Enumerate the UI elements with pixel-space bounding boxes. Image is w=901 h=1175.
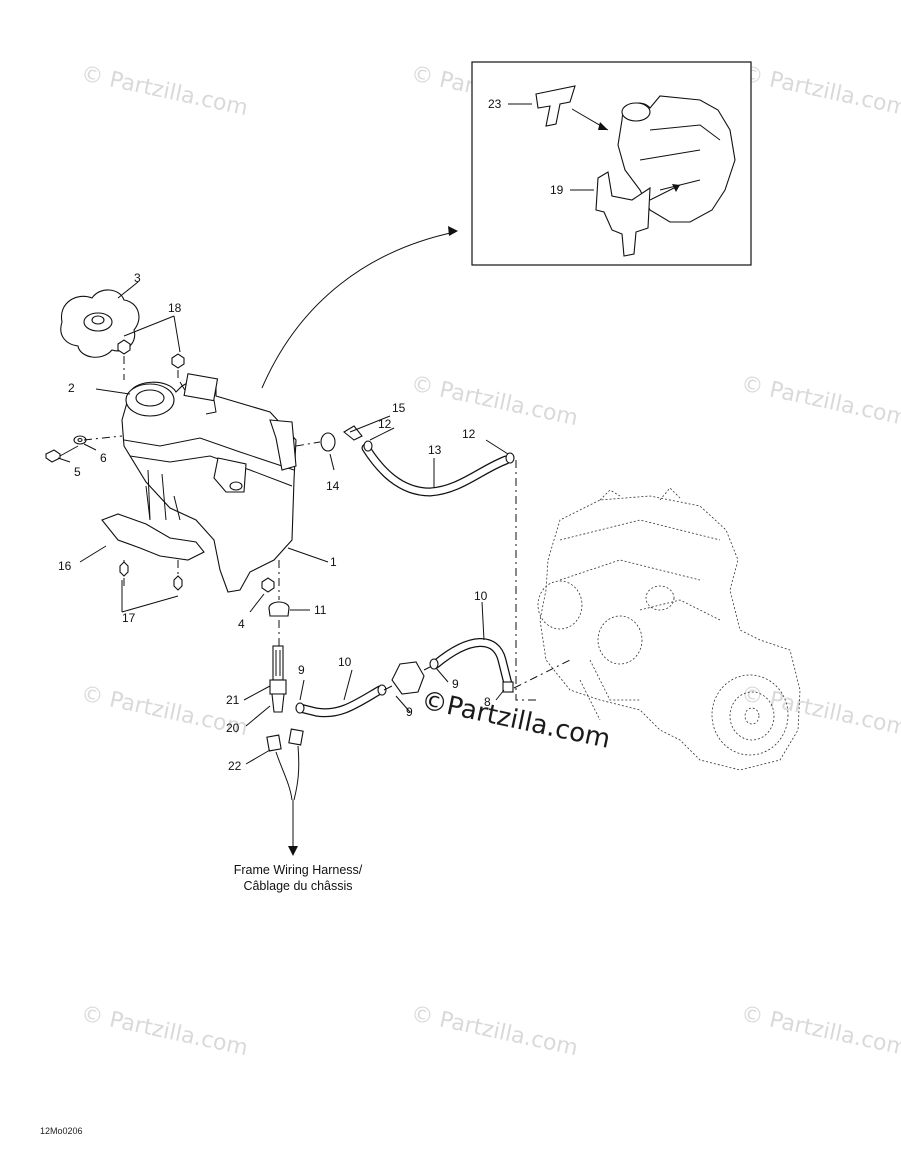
level-sensor: [269, 645, 287, 713]
callout-2: 2: [68, 381, 75, 395]
dash-line: [515, 460, 540, 701]
callout-8: 8: [484, 695, 491, 709]
callout-14: 14: [326, 479, 340, 493]
callout-9: 9: [452, 677, 459, 691]
watermark: © Partzilla.com: [79, 681, 250, 741]
inset-heat-shield: [595, 171, 651, 257]
watermark: © Partzilla.com: [739, 1001, 901, 1061]
arrow-head: [672, 184, 680, 192]
callout-9: 9: [298, 663, 305, 677]
arrow-head: [598, 122, 608, 130]
callout-18: 18: [168, 301, 182, 315]
callout-19: 19: [550, 183, 564, 197]
arrow-head: [288, 846, 298, 856]
callout-5: 5: [74, 465, 81, 479]
wiring-connector: [266, 728, 304, 830]
oil-filter: [383, 661, 437, 695]
tank-cap: [60, 289, 140, 358]
callout-9: 9: [406, 705, 413, 719]
watermark: © Partzilla.com: [739, 371, 901, 431]
oil-tank: [121, 373, 297, 593]
inset-detail: [471, 61, 752, 266]
callout-12: 12: [378, 417, 392, 431]
nut-4: [261, 577, 275, 593]
clamp: [429, 658, 439, 670]
watermark: © Partzilla.com: [409, 1001, 580, 1061]
leader-line: [173, 315, 181, 353]
callout-17: 17: [122, 611, 136, 625]
dash-line: [513, 659, 571, 689]
clamp: [295, 702, 305, 714]
callout-4: 4: [238, 617, 245, 631]
callout-13: 13: [428, 443, 442, 457]
callout-12: 12: [462, 427, 476, 441]
watermark: © Partzilla.com: [739, 61, 901, 121]
callout-16: 16: [58, 559, 72, 573]
fasteners: [45, 435, 123, 463]
watermark: © Partzilla.com: [79, 1001, 250, 1061]
callout-23: 23: [488, 97, 502, 111]
callout-22: 22: [228, 759, 242, 773]
callout-10: 10: [338, 655, 352, 669]
fitting-8: [502, 681, 514, 693]
figure-code: 12Mo0206: [40, 1126, 83, 1136]
harness-note-line1: Frame Wiring Harness/: [234, 863, 363, 877]
callout-11: 11: [314, 603, 327, 617]
clamp: [363, 440, 373, 452]
callout-3: 3: [134, 271, 141, 285]
nuts-18: [117, 339, 185, 380]
callout-21: 21: [226, 693, 240, 707]
callout-20: 20: [226, 721, 240, 735]
engine: [537, 487, 801, 771]
watermark: © Partzilla.com: [79, 61, 250, 121]
decal-part: [535, 85, 576, 127]
clamp: [377, 684, 387, 696]
leader-line: [123, 315, 175, 337]
callout-6: 6: [100, 451, 107, 465]
leader-lines: [57, 281, 509, 765]
detail-arrow: [261, 231, 456, 389]
screw: [173, 575, 183, 591]
callout-1: 1: [330, 555, 337, 569]
watermark: © Partzilla.com: [409, 371, 580, 431]
watermark: © Partzilla.com: [739, 681, 901, 741]
fitting-15: [343, 425, 363, 441]
harness-note-line2: Câblage du châssis: [243, 879, 352, 893]
callout-10: 10: [474, 589, 488, 603]
grommet-body: [268, 607, 290, 617]
clamp: [505, 452, 515, 464]
callouts: 3 18 2 6 5 1 16 17 4 11 14 15 12 13 12 1…: [58, 97, 564, 773]
grommet-14: [320, 432, 336, 452]
callout-15: 15: [392, 401, 406, 415]
arrow-head: [448, 226, 458, 236]
dash-line: [295, 441, 321, 447]
screw: [119, 561, 129, 577]
inset-cap: [621, 102, 651, 122]
